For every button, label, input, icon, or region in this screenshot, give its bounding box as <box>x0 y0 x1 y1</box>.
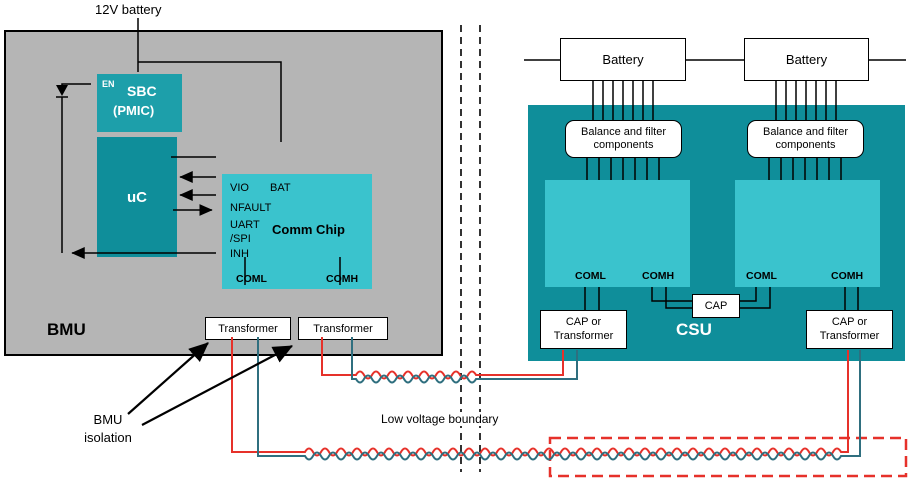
isolation-barrier-dashed-box <box>548 436 908 478</box>
balance-filter-right-box: Balance and filter components <box>747 120 864 158</box>
bmu-unit-box: EN SBC (PMIC) uC VIO BAT NFAULT UART /SP… <box>4 30 443 356</box>
pin-bat-label: BAT <box>270 182 291 194</box>
pin-nfault-label: NFAULT <box>230 202 272 214</box>
afe-block-right: COML COMH <box>735 180 880 287</box>
afe-left-comh-label: COMH <box>642 270 675 282</box>
pin-coml-label: COML <box>236 273 267 285</box>
battery-right-label: Battery <box>785 52 828 67</box>
microcontroller-block: uC <box>97 137 177 257</box>
transformer-right-box: Transformer <box>298 317 388 340</box>
cap-box: CAP <box>692 294 740 318</box>
transformer-right-label: Transformer <box>313 322 373 335</box>
isolation-arrow-right <box>141 345 293 426</box>
battery-left-box: Battery <box>560 38 686 81</box>
low-voltage-boundary-lines <box>460 25 481 472</box>
transformer-left-label: Transformer <box>218 322 278 335</box>
pin-inh-label: INH <box>230 248 249 260</box>
low-voltage-boundary-label: Low voltage boundary <box>378 412 502 426</box>
uc-label: uC <box>127 188 147 206</box>
comm-chip-block: VIO BAT NFAULT UART /SPI Comm Chip INH C… <box>222 174 372 289</box>
sbc-label: SBC <box>127 83 157 99</box>
afe-left-coml-label: COML <box>575 270 606 282</box>
sbc-pmic-block: EN SBC (PMIC) <box>97 74 182 132</box>
cap-or-transformer-right-box: CAP or Transformer <box>806 310 893 349</box>
afe-right-comh-label: COMH <box>831 270 864 282</box>
afe-right-coml-label: COML <box>746 270 777 282</box>
sbc-en-pin-label: EN <box>102 79 115 89</box>
pin-comh-label: COMH <box>326 273 359 285</box>
transformer-left-box: Transformer <box>205 317 291 340</box>
bmu-label: BMU <box>47 320 86 339</box>
cap-or-transformer-left-box: CAP or Transformer <box>540 310 627 349</box>
afe-block-left: COML COMH <box>545 180 690 287</box>
battery-right-box: Battery <box>744 38 869 81</box>
12v-battery-label: 12V battery <box>95 2 162 17</box>
comm-chip-label: Comm Chip <box>272 222 345 237</box>
csu-label: CSU <box>676 320 712 339</box>
pin-vio-label: VIO <box>230 182 249 194</box>
pin-uart-label: UART <box>230 219 260 231</box>
bmu-isolation-label: BMU isolation <box>84 412 132 445</box>
sbc-sublabel: (PMIC) <box>113 103 155 118</box>
balance-filter-left-box: Balance and filter components <box>565 120 682 158</box>
battery-left-label: Battery <box>602 52 644 67</box>
csu-unit-box: Balance and filter components Balance an… <box>528 105 905 361</box>
pin-spi-label: /SPI <box>230 233 251 245</box>
